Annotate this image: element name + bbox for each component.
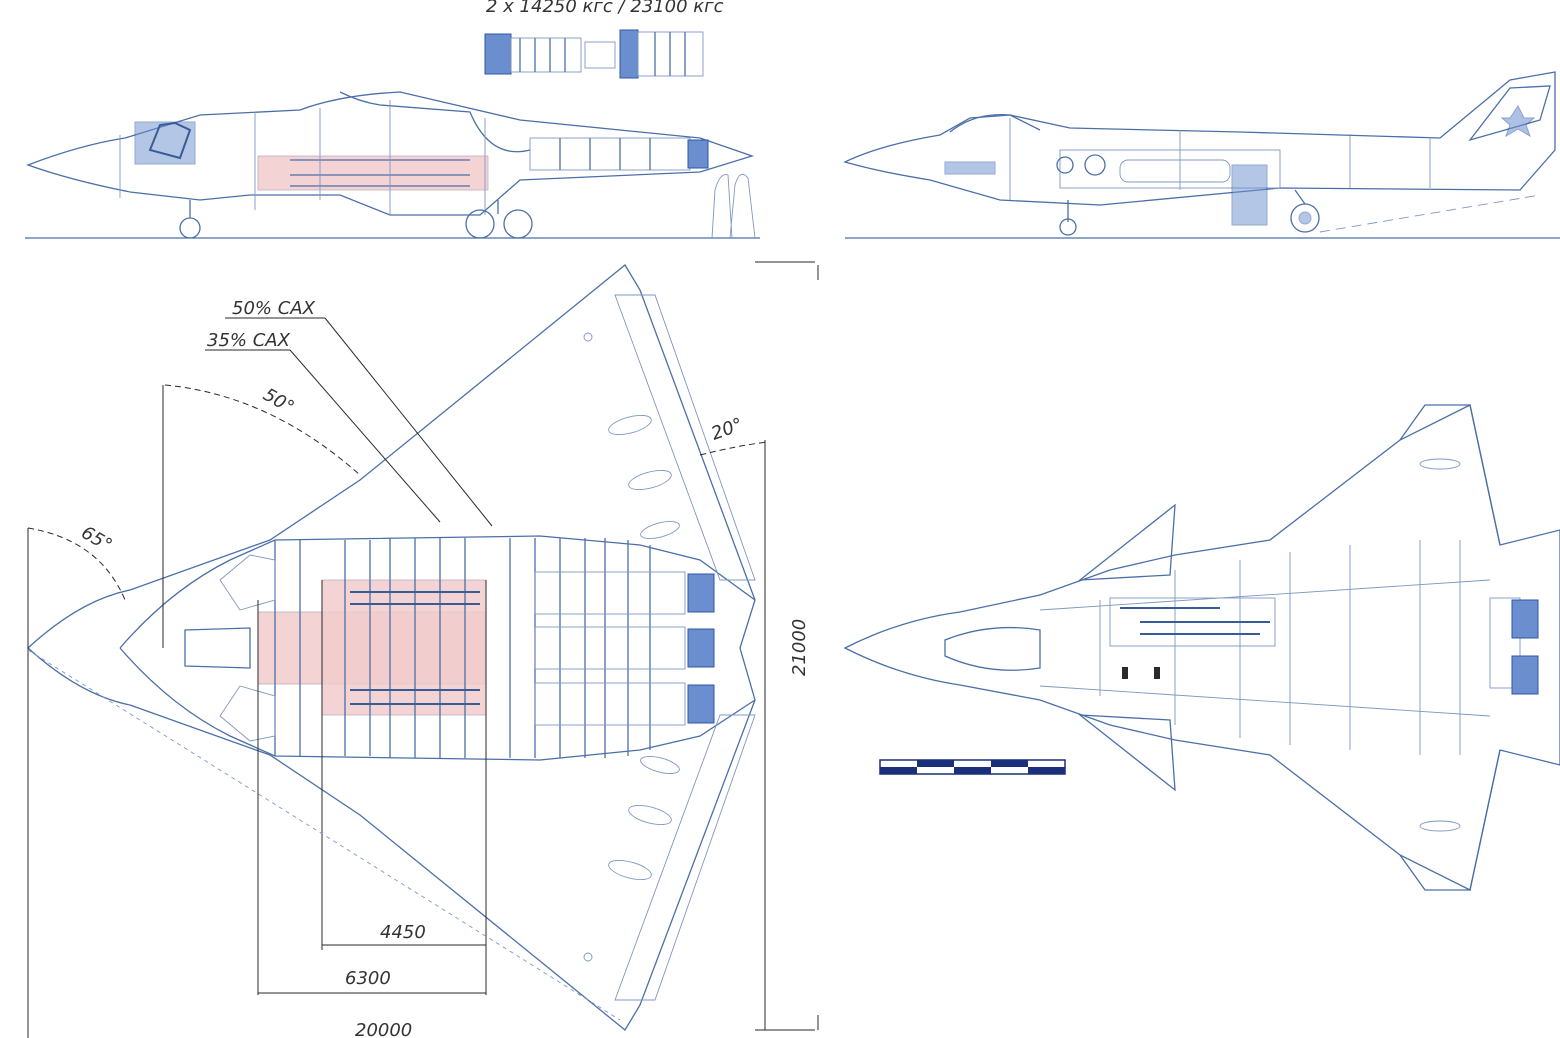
mac-50-label: 50% САХ bbox=[232, 298, 316, 319]
dimension-6300: 6300 bbox=[345, 968, 391, 989]
side-view-left bbox=[25, 91, 760, 239]
sweep-angle-50-label: 50° bbox=[260, 384, 298, 418]
side-view-right bbox=[843, 71, 1560, 239]
dimension-4450: 4450 bbox=[380, 922, 426, 943]
sweep-angle-65-label: 65° bbox=[78, 522, 116, 556]
engine-thrust-label: 2 x 14250 кгс / 23100 кгс bbox=[486, 0, 724, 17]
angle-20-label: 20° bbox=[709, 414, 746, 445]
dimension-21000: 21000 bbox=[789, 619, 810, 676]
mac-35-label: 35% САХ bbox=[207, 330, 291, 351]
scale-bar bbox=[879, 759, 1066, 775]
engine-detail: 2 x 14250 кгс / 23100 кгс bbox=[484, 0, 724, 79]
dimension-20000: 20000 bbox=[355, 1020, 412, 1038]
plan-view-left: 50% САХ 35% САХ 50° 65° 20° 4450 6300 20… bbox=[27, 261, 819, 1038]
plan-view-right bbox=[843, 404, 1560, 891]
